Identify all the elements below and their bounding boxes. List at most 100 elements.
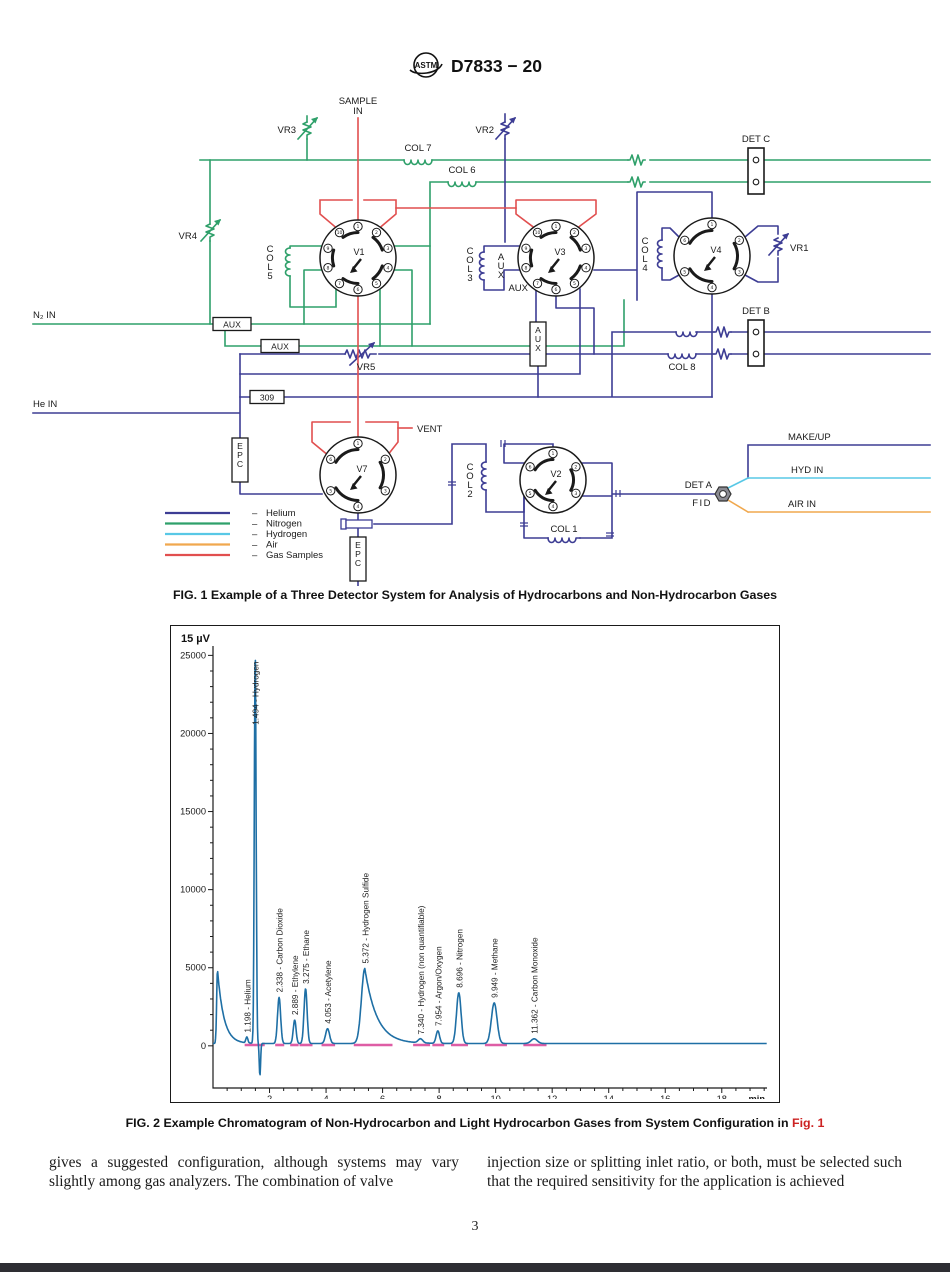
fid-label: FID (692, 498, 712, 509)
legend-item-nitrogen: Nitrogen (266, 519, 302, 530)
make-up-label: MAKE/UP (788, 432, 831, 443)
svg-text:1: 1 (555, 224, 558, 230)
legend-dash: – (252, 529, 258, 540)
hydrogen-line (726, 476, 931, 490)
coil-col3 (478, 251, 485, 281)
restrictor-union (340, 518, 347, 530)
legend-dash: – (252, 550, 258, 561)
x-tick-label: 10 (490, 1094, 500, 1099)
x-tick-label: 12 (547, 1094, 557, 1099)
legend-dash: – (252, 519, 258, 530)
peak-label: 9.949 - Methane (491, 938, 500, 998)
svg-text:2: 2 (375, 230, 378, 236)
epc-box (349, 536, 367, 582)
aux-box-label: AUX (271, 342, 289, 352)
y-tick-label: 15000 (180, 807, 206, 817)
svg-text:2: 2 (738, 238, 741, 244)
body-text-left: gives a suggested configuration, althoug… (49, 1154, 459, 1191)
svg-text:3: 3 (738, 269, 741, 275)
y-tick-label: 10000 (180, 885, 206, 895)
peak-label: 4.053 - Acetylene (324, 960, 333, 1024)
det-b-box (747, 319, 765, 367)
x-tick-label: 6 (380, 1094, 385, 1099)
det-b-label: DET B (742, 306, 770, 317)
svg-text:7: 7 (338, 281, 341, 287)
vr1-restrictor-icon (773, 236, 783, 256)
vr1-label: VR1 (790, 243, 808, 254)
y-tick-label: 25000 (180, 650, 206, 660)
axes (212, 646, 767, 1089)
vr4-label: VR4 (179, 231, 197, 242)
col7-label: COL 7 (404, 143, 431, 154)
aux-box-vertical (529, 321, 547, 367)
epc-box (231, 437, 249, 483)
svg-text:3: 3 (574, 491, 577, 497)
coil-col7 (403, 159, 433, 166)
legend-dash: – (252, 540, 258, 551)
x-tick-label: 18 (717, 1094, 727, 1099)
legend-item-gas-samples: Gas Samples (266, 550, 323, 561)
svg-text:8: 8 (327, 265, 330, 271)
y-tick-label: 20000 (180, 728, 206, 738)
svg-text:6: 6 (683, 238, 686, 244)
det-c-box (747, 147, 765, 195)
vr5-arrow (348, 341, 376, 367)
body-text-right: injection size or splitting inlet ratio,… (487, 1154, 902, 1191)
svg-text:10: 10 (337, 230, 343, 236)
svg-text:4: 4 (552, 504, 555, 510)
svg-text:6: 6 (555, 287, 558, 293)
legend-item-helium: Helium (266, 508, 296, 519)
he-in-label: He IN (33, 399, 57, 410)
x-tick-label: 14 (604, 1094, 614, 1099)
astm-logo: ASTM (409, 52, 443, 78)
svg-text:1: 1 (357, 224, 360, 230)
col6-label: COL 6 (448, 165, 475, 176)
peak-label: 1.494 - Hydrogen (252, 661, 261, 725)
legend-dash: – (252, 508, 258, 519)
svg-text:5: 5 (529, 491, 532, 497)
peak-label: 7.340 - Hydrogen (non quantifiable) (417, 905, 426, 1034)
coil-col6 (447, 181, 477, 188)
peak-label: 5.372 - Hydrogen Sulfide (361, 872, 370, 963)
svg-text:2: 2 (384, 457, 387, 463)
coil-col1 (547, 537, 581, 544)
vr4-restrictor-icon (205, 222, 215, 242)
air-in-label: AIR IN (788, 499, 816, 510)
fig2-caption: FIG. 2 Example Chromatogram of Non-Hydro… (0, 1116, 950, 1130)
svg-text:5: 5 (375, 281, 378, 287)
coil-detb (675, 331, 698, 338)
svg-text:5: 5 (329, 488, 332, 494)
svg-text:6: 6 (357, 287, 360, 293)
svg-text:9: 9 (525, 246, 528, 252)
svg-text:5: 5 (683, 269, 686, 275)
fig1-link[interactable]: Fig. 1 (792, 1116, 825, 1130)
svg-text:9: 9 (327, 246, 330, 252)
svg-text:6: 6 (329, 457, 332, 463)
svg-text:4: 4 (357, 504, 360, 510)
aux-label: AUX (508, 283, 528, 294)
fitting-marks (448, 440, 621, 537)
col8-label: COL 8 (668, 362, 695, 373)
restrictor (713, 348, 732, 360)
x-tick-label: 4 (323, 1094, 328, 1099)
x-tick-label: 8 (437, 1094, 442, 1099)
legend-item-air: Air (266, 540, 278, 551)
valve-label: V4 (710, 245, 721, 255)
svg-text:4: 4 (711, 285, 714, 291)
hyd-in-label: HYD IN (791, 465, 823, 476)
header: ASTM D7833 − 20 (0, 50, 950, 82)
gas-sample-lines (311, 117, 597, 458)
vr2-restrictor-icon (500, 120, 510, 140)
nitrogen-lines (32, 115, 931, 347)
